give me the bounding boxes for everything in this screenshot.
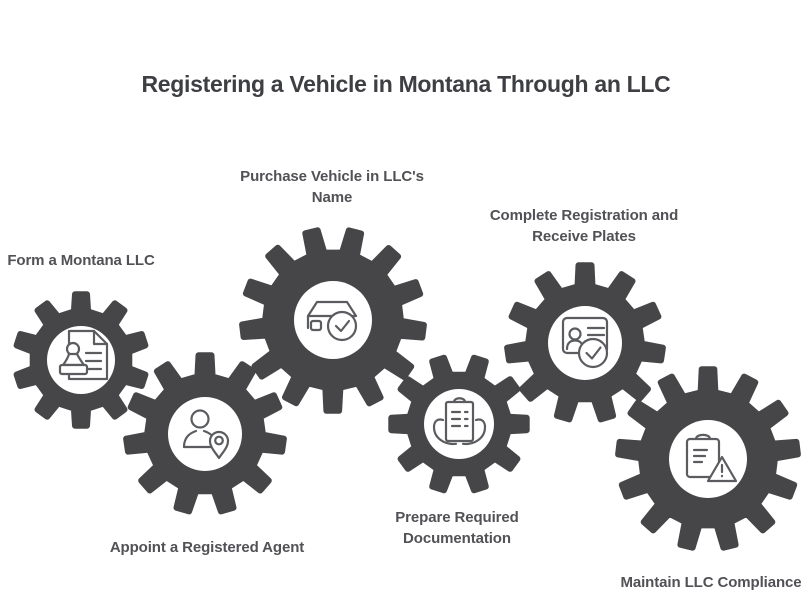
clipboard-warning-icon <box>685 433 738 483</box>
gear-registered-agent <box>123 352 287 515</box>
gear-form-llc <box>13 291 149 429</box>
car-check-icon <box>306 300 358 342</box>
gear-maintain-compliance <box>615 366 801 551</box>
page-title: Registering a Vehicle in Montana Through… <box>141 71 671 97</box>
gear-hub <box>669 420 747 498</box>
step-label-form-llc: Form a Montana LLC <box>7 252 155 269</box>
step-label-purchase-vehicle: Purchase Vehicle in LLC's Name <box>240 168 424 206</box>
step-label-registered-agent: Appoint a Registered Agent <box>109 539 305 556</box>
gear-hub <box>168 397 242 471</box>
step-label-complete-registration: Complete Registration and Receive Plates <box>489 207 679 245</box>
document-stamp-icon <box>58 329 109 381</box>
step-label-prepare-docs: Prepare Required Documentation <box>395 509 519 547</box>
gear-prepare-docs <box>388 354 530 494</box>
id-card-check-icon <box>561 316 609 369</box>
gear-purchase-vehicle <box>239 227 427 414</box>
hands-document-icon <box>432 397 487 446</box>
person-location-icon <box>182 409 230 460</box>
step-label-maintain-compliance: Maintain LLC Compliance <box>620 574 802 591</box>
gear-complete-registration <box>504 262 666 423</box>
